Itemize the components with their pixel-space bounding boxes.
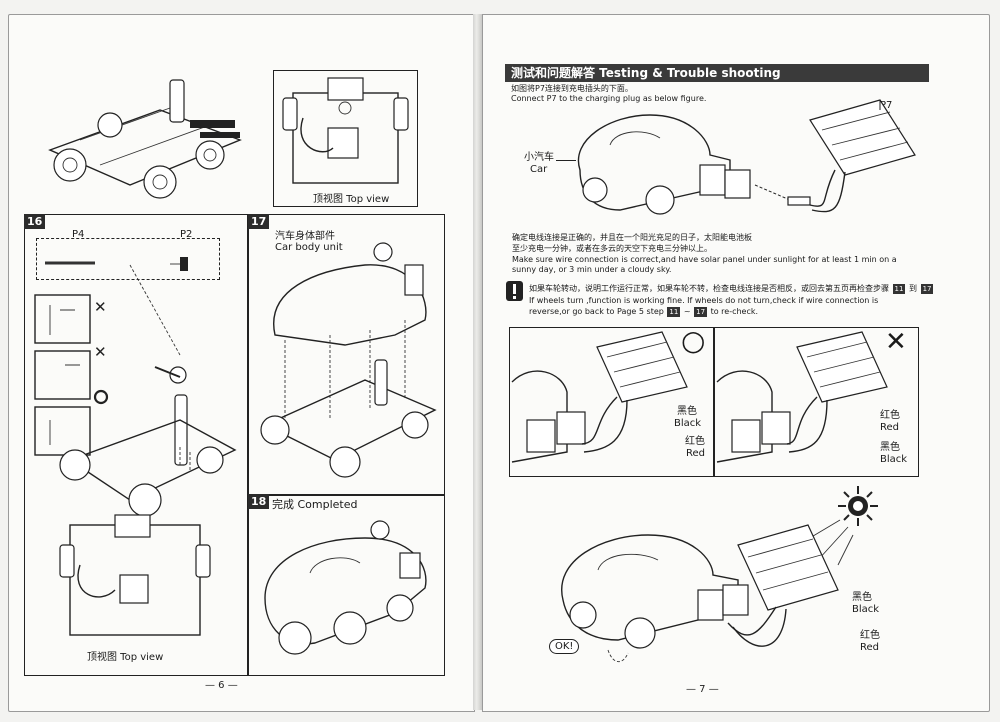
step-16-illustration: ✕ ✕ — [34, 257, 237, 636]
step-17-number: 17 — [248, 214, 270, 229]
step-16-number: 16 — [24, 214, 46, 229]
top-view-caption-2: 顶视图 Top view — [87, 652, 164, 663]
book-gutter — [473, 14, 482, 710]
connect-instruction-en: Connect P7 to the charging plug as below… — [511, 94, 707, 103]
completed-car-illustration — [264, 520, 427, 655]
warning-text-en-2: reverse,or go back to Page 5 step 11 ~ 1… — [529, 307, 758, 317]
warning-icon — [506, 281, 523, 301]
step-16-box — [24, 214, 248, 676]
step-18-box — [248, 494, 445, 676]
warn-en-2b: ~ — [683, 307, 691, 316]
car-label-en: Car — [530, 164, 548, 175]
warn-to: 到 — [909, 284, 918, 293]
section-header: 测试和问题解答 Testing & Trouble shooting — [505, 64, 929, 82]
warn-step-a-2: 11 — [667, 307, 681, 317]
connect-instruction-cn: 如图将P7连接到充电插头的下面。 — [511, 84, 633, 93]
wrong-black-cn: 黑色 — [880, 442, 900, 453]
svg-text:✕: ✕ — [94, 298, 107, 316]
chassis-illustration — [48, 79, 242, 199]
correct-black-cn: 黑色 — [677, 406, 697, 417]
sun-instruction-cn-1: 确定电线连接是正确的，并且在一个阳光充足的日子，太阳能电池板 — [512, 233, 752, 242]
wrong-red-en: Red — [880, 422, 899, 433]
warning-text-cn-body: 如果车轮转动，说明工作运行正常，如果车轮不转，检查电线连接是否相反，或回去第五页… — [529, 284, 889, 293]
correct-black-en: Black — [674, 418, 702, 429]
warn-en-2c: to re-check. — [710, 307, 759, 316]
correct-red-cn: 红色 — [685, 436, 705, 447]
warn-step-b: 17 — [920, 284, 934, 294]
car-body-label-en: Car body unit — [275, 242, 343, 253]
ok-bubble: OK! — [549, 639, 580, 654]
car-pointer-line — [556, 160, 576, 161]
sun-black-en: Black — [852, 604, 880, 615]
check-circle-icon: ○ — [681, 324, 706, 357]
top-view-box-1 — [273, 70, 418, 207]
wrong-red-cn: 红色 — [880, 410, 900, 421]
correct-red-en: Red — [686, 448, 705, 459]
warning-text-cn: 如果车轮转动，说明工作运行正常，如果车轮不转，检查电线连接是否相反，或回去第五页… — [529, 284, 934, 294]
wrong-wiring-illustration — [716, 331, 888, 463]
warn-en-2a: reverse,or go back to Page 5 step — [529, 307, 664, 316]
step-17-box — [248, 214, 445, 496]
sun-instruction-cn-2: 至少充电一分钟，或者在多云的天空下充电三分钟以上。 — [512, 244, 712, 253]
page-number-right: — 7 — — [686, 684, 719, 695]
sun-black-cn: 黑色 — [852, 592, 872, 603]
car-body-label-cn: 汽车身体部件 — [275, 231, 335, 242]
sun-instruction-en-1: Make sure wire connection is correct,and… — [512, 255, 897, 264]
completed-label: 完成 Completed — [272, 498, 358, 511]
correct-wiring-illustration — [511, 331, 688, 463]
cross-icon: ✕ — [885, 327, 907, 357]
sun-red-en: Red — [860, 642, 879, 653]
warn-step-b-2: 17 — [694, 307, 708, 317]
svg-text:✕: ✕ — [94, 343, 107, 361]
car-label-cn: 小汽车 — [524, 152, 554, 163]
sunlight-test-illustration — [561, 519, 854, 663]
wrong-black-en: Black — [880, 454, 908, 465]
correct-wiring-box — [509, 327, 714, 477]
sun-instruction-en-2: sunny day, or 3 min under a cloudy sky. — [512, 265, 672, 274]
label-p2: P2 — [180, 229, 193, 240]
label-p7: P7 — [880, 100, 893, 111]
top-view-caption-1: 顶视图 Top view — [313, 194, 390, 205]
wrong-wiring-box — [714, 327, 919, 477]
step-16-parts-box — [36, 238, 220, 280]
sun-red-cn: 红色 — [860, 630, 880, 641]
page-number-left: — 6 — — [205, 680, 238, 691]
sun-icon — [838, 486, 878, 526]
top-view-illustration-1 — [282, 77, 409, 184]
warn-step-a: 11 — [892, 284, 906, 294]
label-p4: P4 — [72, 229, 85, 240]
step-17-illustration — [260, 242, 437, 478]
warning-text-en-1: If wheels turn ,function is working fine… — [529, 296, 879, 305]
step-18-number: 18 — [248, 494, 270, 509]
connect-illustration — [577, 99, 916, 215]
